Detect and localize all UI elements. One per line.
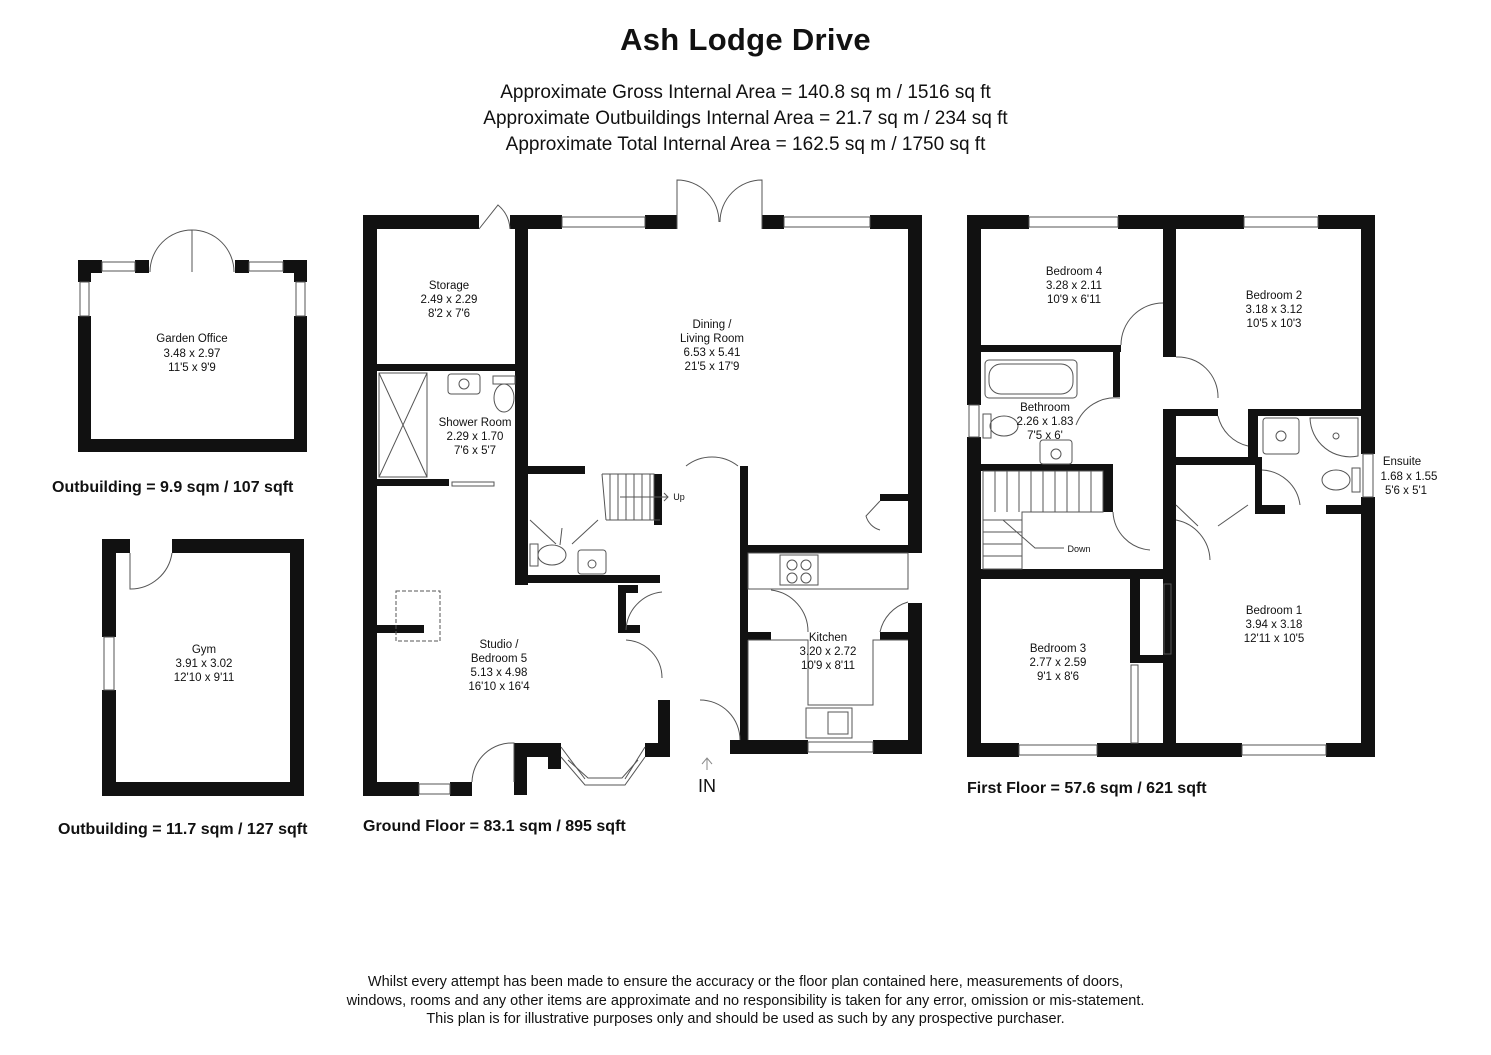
ensuite-metric: 1.68 x 1.55: [1381, 471, 1438, 483]
bedroom4-metric: 3.28 x 2.11: [1046, 280, 1102, 292]
bedroom4-imperial: 10'9 x 6'11: [1047, 294, 1101, 306]
outbuildings-area-text: Approximate Outbuildings Internal Area =…: [483, 108, 1008, 129]
first-floor-area-label: First Floor = 57.6 sqm / 621 sqft: [967, 780, 1207, 797]
bedroom3-imperial: 9'1 x 8'6: [1037, 671, 1079, 683]
disclaimer: Whilst every attempt has been made to en…: [0, 973, 1491, 1029]
disclaimer-line-1: Whilst every attempt has been made to en…: [367, 974, 1124, 990]
garden-office-name: Garden Office: [156, 333, 227, 345]
shower-room-metric: 2.29 x 1.70: [447, 431, 504, 443]
first-floor: [967, 215, 1375, 757]
bathroom-name: Bethroom: [1020, 402, 1070, 414]
kitchen-metric: 3.20 x 2.72: [800, 646, 857, 658]
gym-metric: 3.91 x 3.02: [176, 658, 233, 670]
shower-room-imperial: 7'6 x 5'7: [454, 445, 496, 457]
ensuite-name: Ensuite: [1383, 456, 1421, 468]
ground-floor: [363, 179, 922, 796]
stairs-down-label: Down: [1067, 544, 1090, 554]
stairs-up-label: Up: [673, 492, 685, 502]
storage-imperial: 8'2 x 7'6: [428, 308, 470, 320]
gym-outbuilding: [102, 539, 304, 796]
bedroom3-metric: 2.77 x 2.59: [1030, 657, 1087, 669]
dining-living-imperial: 21'5 x 17'9: [685, 361, 740, 373]
kitchen-imperial: 10'9 x 8'11: [801, 660, 855, 672]
bedroom2-imperial: 10'5 x 10'3: [1247, 318, 1302, 330]
bathroom-metric: 2.26 x 1.83: [1017, 416, 1074, 428]
bedroom4-name: Bedroom 4: [1046, 266, 1103, 278]
studio-name-line1: Studio /: [480, 639, 520, 651]
garden-office-outbuilding: [78, 229, 307, 452]
kitchen-name: Kitchen: [809, 632, 847, 644]
studio-imperial: 16'10 x 16'4: [468, 681, 530, 693]
entrance-label: IN: [698, 776, 716, 796]
bedroom1-metric: 3.94 x 3.18: [1246, 619, 1303, 631]
plan-title: Ash Lodge Drive: [620, 22, 871, 57]
garden-office-area-label: Outbuilding = 9.9 sqm / 107 sqft: [52, 479, 294, 496]
dining-living-name-line1: Dining /: [693, 319, 733, 331]
shower-room-name: Shower Room: [439, 417, 512, 429]
garden-office-imperial: 11'5 x 9'9: [168, 362, 216, 374]
bedroom1-imperial: 12'11 x 10'5: [1244, 633, 1304, 645]
garden-office-metric: 3.48 x 2.97: [164, 348, 221, 360]
gym-imperial: 12'10 x 9'11: [174, 672, 234, 684]
disclaimer-line-2: windows, rooms and any other items are a…: [346, 992, 1145, 1009]
bedroom2-metric: 3.18 x 3.12: [1246, 304, 1303, 316]
studio-metric: 5.13 x 4.98: [471, 667, 528, 679]
dining-living-name-line2: Living Room: [680, 333, 744, 345]
bedroom2-name: Bedroom 2: [1246, 290, 1302, 302]
ensuite-imperial: 5'6 x 5'1: [1385, 485, 1427, 497]
gross-area-text: Approximate Gross Internal Area = 140.8 …: [500, 82, 991, 103]
gym-area-label: Outbuilding = 11.7 sqm / 127 sqft: [58, 821, 308, 838]
bedroom1-name: Bedroom 1: [1246, 605, 1302, 617]
total-area-text: Approximate Total Internal Area = 162.5 …: [505, 134, 986, 155]
gym-name: Gym: [192, 644, 216, 656]
studio-name-line2: Bedroom 5: [471, 653, 527, 665]
storage-metric: 2.49 x 2.29: [421, 294, 478, 306]
bathroom-imperial: 7'5 x 6': [1027, 430, 1063, 442]
dining-living-metric: 6.53 x 5.41: [684, 347, 741, 359]
bedroom3-name: Bedroom 3: [1030, 643, 1086, 655]
ground-floor-area-label: Ground Floor = 83.1 sqm / 895 sqft: [363, 818, 626, 835]
disclaimer-line-3: This plan is for illustrative purposes o…: [426, 1011, 1065, 1028]
storage-name: Storage: [429, 280, 469, 292]
